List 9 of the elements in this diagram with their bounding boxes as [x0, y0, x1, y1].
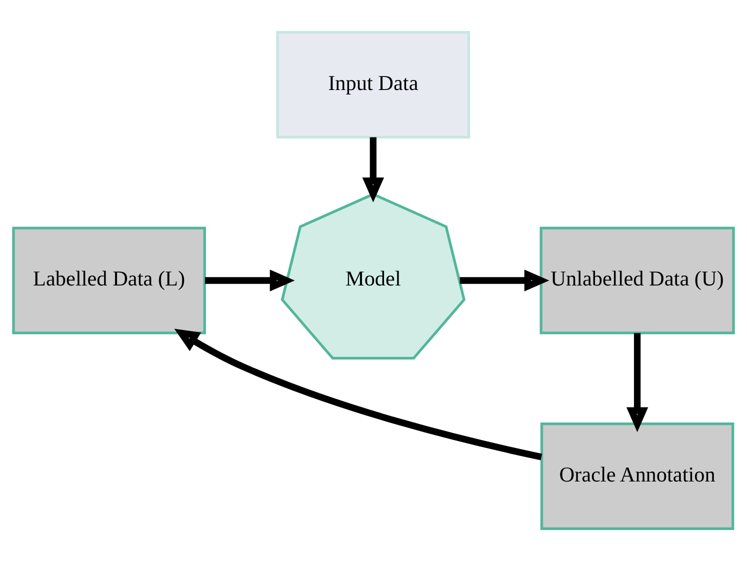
- node-box: Input Data: [276, 30, 470, 138]
- arrow: [626, 333, 648, 432]
- node-box: Unlabelled Data (U): [540, 226, 735, 334]
- arrow: [460, 270, 550, 292]
- arrow: [174, 328, 542, 460]
- arrow: [362, 137, 384, 202]
- node-box: Oracle Annotation: [540, 422, 734, 530]
- node-box: Labelled Data (L): [12, 226, 206, 334]
- arrow: [205, 270, 295, 292]
